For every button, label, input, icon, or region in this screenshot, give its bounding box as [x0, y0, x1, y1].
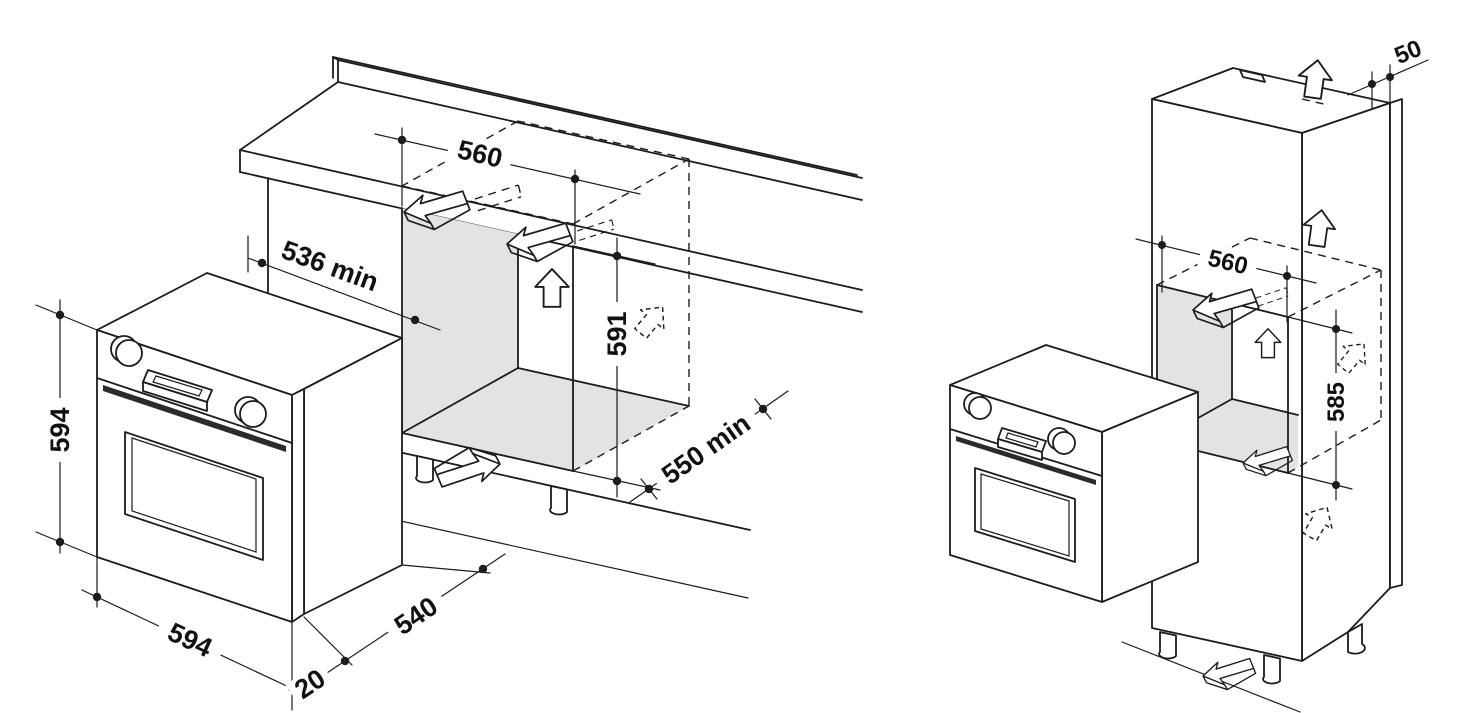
svg-text:591: 591: [602, 311, 632, 356]
svg-text:550 min: 550 min: [656, 408, 756, 490]
niche-side-wall: [402, 208, 518, 433]
oven-knob-icon: [1052, 431, 1076, 455]
svg-text:585: 585: [1323, 382, 1350, 422]
oven-handle: [103, 385, 286, 452]
vent-up-arrow-icon: [534, 268, 570, 308]
cabinet-foot: [1347, 623, 1366, 655]
niche-hidden-outline: [401, 120, 690, 472]
dim-top-rear-gap: 50: [1347, 34, 1430, 110]
dim-label-oven-height: 594: [45, 398, 75, 462]
backsplash: [332, 56, 863, 179]
oven-door-window: [974, 467, 1076, 563]
svg-text:536 min: 536 min: [278, 235, 383, 298]
dim-label-oven-depth: 540: [382, 587, 450, 645]
svg-text:594: 594: [45, 407, 75, 452]
vent-up-arrow-dashed-icon: [628, 296, 675, 344]
cabinet-foot: [1262, 654, 1281, 685]
right-view: 50 560 585: [949, 34, 1430, 713]
oven-right: [949, 344, 1199, 603]
oven-knob-icon: [115, 339, 143, 367]
top-vent-notch: [1239, 69, 1266, 83]
oven-knob-icon: [968, 396, 992, 420]
countertop: [239, 56, 863, 313]
cabinet-foot: [415, 455, 434, 484]
cabinet-rear-panel: [1389, 98, 1403, 589]
oven-knob-icon: [239, 400, 267, 428]
dim-label-niche-height: 585: [1323, 373, 1350, 431]
oven-handle: [956, 436, 1096, 485]
dim-label-niche-height: 591: [602, 302, 632, 366]
oven-door-edge: [291, 388, 305, 623]
dim-label-oven-width: 594: [153, 612, 227, 668]
base-cabinet: [267, 177, 751, 599]
airflow-arrow-icon: [1200, 656, 1259, 694]
oven-display: [997, 427, 1047, 461]
svg-text:560: 560: [455, 134, 506, 173]
dim-oven-height: 594: [35, 299, 98, 558]
oven-display: [142, 369, 213, 412]
right-arrows: [1190, 56, 1376, 694]
cabinet-foot: [549, 485, 568, 516]
left-view: 594 594 20 540: [35, 56, 863, 711]
dim-label-recess-depth: 536 min: [269, 233, 391, 299]
oven-left: [96, 272, 403, 623]
dim-label-top-rear-gap: 50: [1386, 34, 1430, 70]
dim-niche-height-right: 585: [1287, 309, 1353, 501]
niche-hidden-outline: [1156, 237, 1382, 474]
oven-door-window: [124, 431, 264, 561]
dim-label-niche-width: 560: [445, 133, 515, 175]
cabinet-foot: [1158, 631, 1177, 660]
